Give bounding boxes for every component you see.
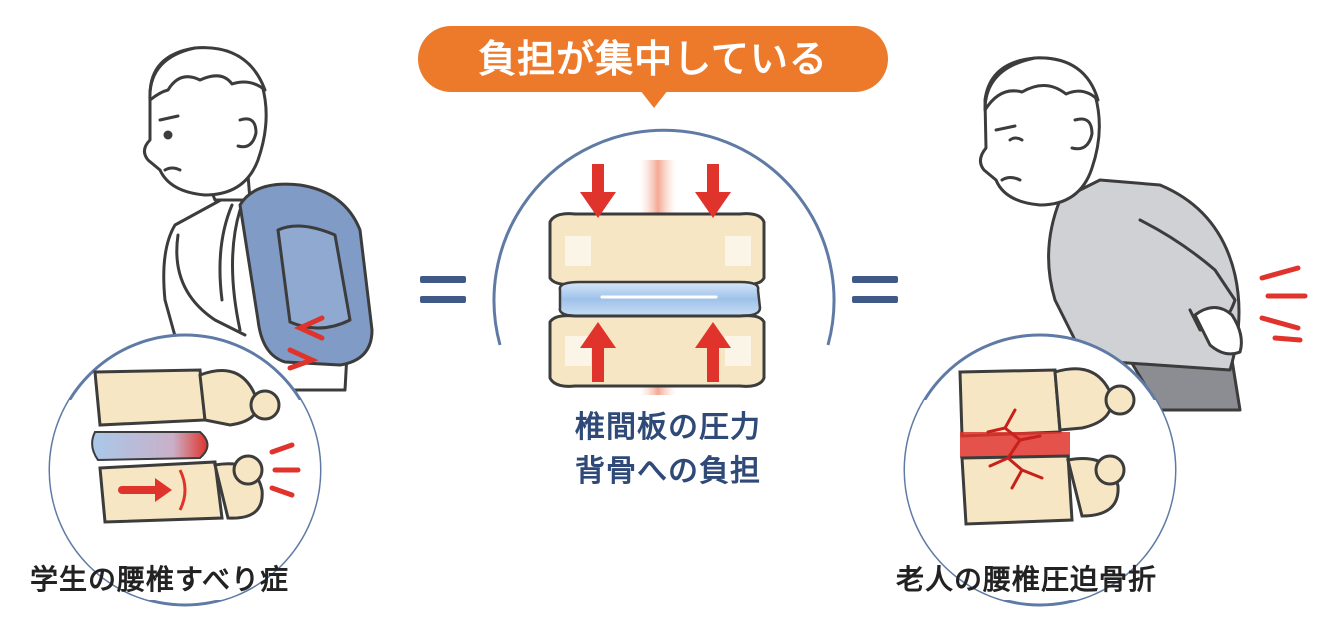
equals-sign-left <box>420 276 466 303</box>
bubble-text: 負担が集中している <box>478 37 828 81</box>
center-arc <box>492 128 836 346</box>
fractured-vertebra-inset <box>903 333 1177 607</box>
left-caption: 学生の腰椎すべり症 <box>30 563 290 596</box>
speech-bubble <box>418 26 888 108</box>
center-spine-segment <box>548 212 766 388</box>
right-caption: 老人の腰椎圧迫骨折 <box>896 563 1158 596</box>
slipped-vertebra-inset <box>48 333 322 607</box>
back-pressure-arrows <box>287 315 325 371</box>
elderly-figure <box>979 56 1243 412</box>
center-label-line1: 椎間板の圧力 <box>575 410 761 445</box>
compression-arrows <box>580 164 731 382</box>
back-pain-lines <box>1259 265 1308 343</box>
equals-sign-right <box>852 276 898 303</box>
center-label-line2: 背骨への負担 <box>575 454 761 489</box>
